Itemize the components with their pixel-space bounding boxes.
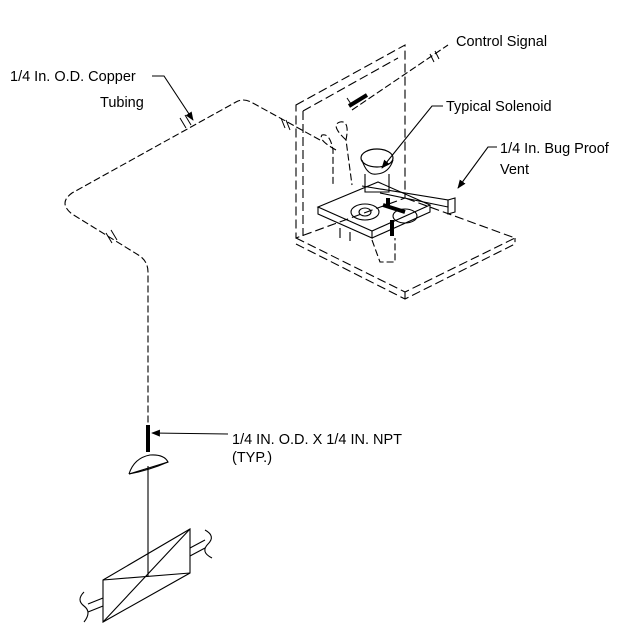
- label-tubing-line1: 1/4 In. O.D. Copper: [10, 69, 136, 85]
- label-solenoid: Typical Solenoid: [446, 99, 552, 115]
- leader-solenoid: [381, 105, 443, 169]
- control-signal-line: [346, 44, 449, 111]
- label-vent-group: 1/4 In. Bug Proof Vent: [457, 141, 610, 189]
- enclosure: [295, 44, 517, 300]
- label-fitting-group: 1/4 IN. O.D. X 1/4 IN. NPT (TYP.): [151, 429, 402, 466]
- fitting-and-valve: [79, 425, 213, 623]
- label-fitting-line1: 1/4 IN. O.D. X 1/4 IN. NPT: [232, 432, 402, 448]
- copper-tubing: [64, 99, 321, 425]
- solenoid-assembly: [316, 121, 456, 263]
- leader-tubing: [152, 75, 194, 121]
- label-tubing-group: 1/4 In. O.D. Copper Tubing: [10, 69, 194, 121]
- leader-vent: [457, 146, 497, 189]
- label-vent-line2: Vent: [500, 162, 529, 178]
- label-control-signal-group: Control Signal: [456, 34, 547, 50]
- label-fitting-line2: (TYP.): [232, 450, 272, 466]
- label-vent-line1: 1/4 In. Bug Proof: [500, 141, 610, 157]
- label-control-signal: Control Signal: [456, 34, 547, 50]
- leader-fitting: [151, 429, 229, 437]
- label-tubing-line2: Tubing: [100, 95, 144, 111]
- label-solenoid-group: Typical Solenoid: [381, 99, 552, 169]
